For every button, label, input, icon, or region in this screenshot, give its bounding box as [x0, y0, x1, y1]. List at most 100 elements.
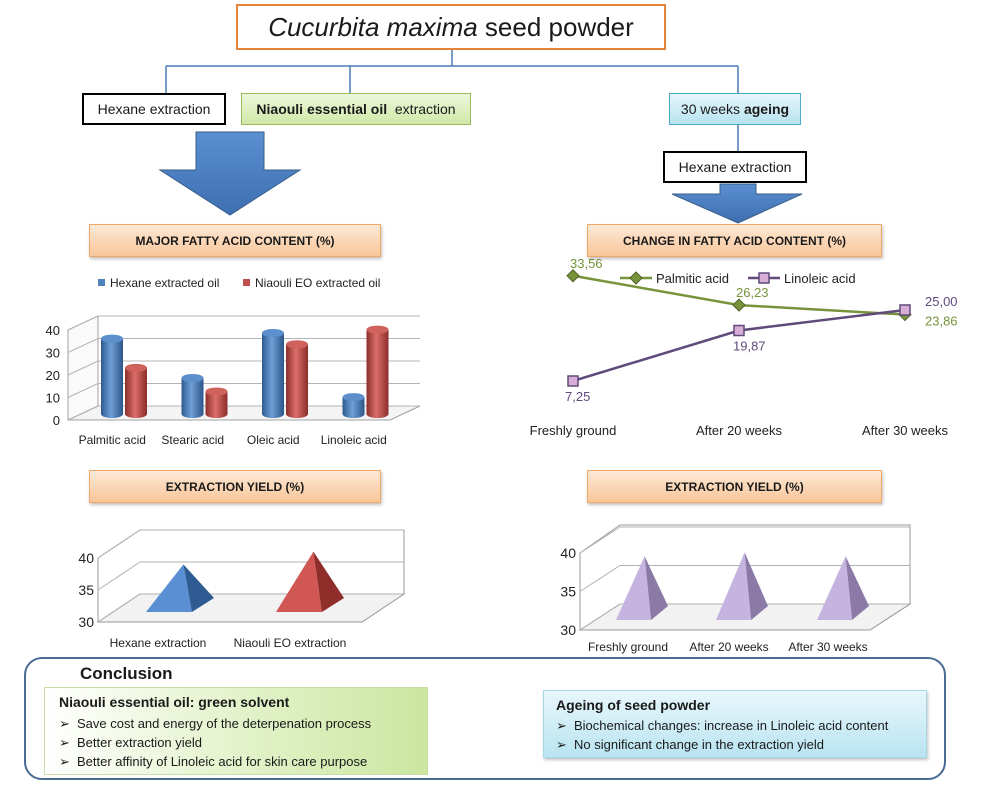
bar-body	[286, 344, 308, 418]
bar-chart-x-tick: Oleic acid	[247, 433, 300, 447]
bar-chart-gridline	[67, 315, 420, 331]
legend-swatch	[98, 279, 105, 286]
pyramid-y-tick: 35	[560, 584, 576, 600]
bar-chart-bar	[181, 374, 204, 418]
bar-chart-bar	[286, 340, 308, 418]
green-solvent-panel: Niaouli essential oil: green solvent ➢Sa…	[44, 687, 428, 775]
bar-chart-x-tick: Stearic acid	[161, 433, 224, 447]
pyramid-y-tick: 40	[78, 550, 94, 566]
pyramid-side-face	[313, 551, 344, 612]
legend-label: Niaouli EO extracted oil	[255, 276, 380, 290]
pyramid-front-face	[276, 551, 322, 612]
bullet-arrow-icon: ➢	[59, 735, 70, 750]
ageing-bullet-text: Biochemical changes: increase in Linolei…	[574, 718, 889, 733]
ageing-bold-label: ageing	[743, 101, 790, 117]
line-marker	[899, 304, 911, 316]
bar-chart-y-tick: 40	[46, 323, 60, 338]
pyramid-gridline	[97, 561, 404, 591]
green-bullet: ➢Save cost and energy of the deterpenati…	[59, 716, 371, 732]
conclusion-title: Conclusion	[80, 664, 173, 683]
bar-cap	[125, 363, 147, 372]
ageing-panel: Ageing of seed powder ➢ Biochemical chang…	[543, 690, 927, 758]
pyramid-y-tick: 40	[560, 545, 576, 561]
bar-cap	[262, 329, 284, 337]
ageing-bullet: ➢No significant change in the extraction…	[556, 737, 824, 753]
bar-chart-bar	[262, 329, 284, 418]
legend-label: Hexane extracted oil	[110, 276, 219, 290]
bar-cap	[286, 340, 308, 349]
bar-body	[366, 329, 389, 418]
pyramid-y-tick: 35	[78, 582, 94, 598]
bar-body	[125, 367, 147, 418]
line-chart-x-tick: After 20 weeks	[696, 423, 782, 438]
bar-chart-bars	[101, 325, 389, 418]
niaouli-rest-label: extraction	[394, 101, 456, 117]
bar-cap	[205, 387, 228, 396]
ageing-pre-label: 30 weeks	[680, 101, 741, 117]
bar-chart-y-tick: 20	[46, 368, 60, 383]
line-marker	[566, 269, 580, 283]
legend-marker	[758, 272, 770, 284]
ageing-box: 30 weeks ageing	[669, 93, 801, 125]
bar-chart-y-tick: 0	[53, 413, 60, 428]
bar-chart-gridlines	[67, 315, 420, 421]
green-bullet: ➢Better extraction yield	[59, 735, 202, 751]
title-rest: seed powder	[477, 11, 634, 42]
green-bullet: ➢Better affinity of Linoleic acid for sk…	[59, 754, 367, 770]
bar-cap	[342, 393, 365, 402]
legend-swatch	[243, 279, 250, 286]
pyramid-y-tick: 30	[78, 614, 94, 630]
bar-chart-bar	[366, 325, 389, 418]
bar-chart-bar	[342, 393, 365, 418]
pyramid-front-face	[616, 556, 652, 620]
niaouli-bold-label: Niaouli essential oil	[256, 101, 388, 117]
bar-body	[205, 391, 228, 418]
pyramid-x-tick: Hexane extraction	[110, 636, 207, 650]
bar-chart-y-tick: 30	[46, 346, 60, 361]
green-solvent-heading: Niaouli essential oil: green solvent	[59, 694, 290, 710]
pyramid-mark	[817, 556, 869, 620]
pyramid-x-tick: Freshly ground	[588, 640, 668, 654]
bar-chart-bar	[101, 334, 123, 418]
bar-chart-x-tick: Palmitic acid	[79, 433, 146, 447]
pyramid-y-ticks-left: 30 35 40	[78, 550, 94, 630]
bullet-arrow-icon: ➢	[59, 716, 70, 731]
bar-cap	[101, 334, 123, 343]
title-italic: Cucurbita maxima	[268, 11, 478, 42]
bar-chart-y-tick: 10	[46, 391, 60, 406]
pyramid-mark	[146, 564, 214, 612]
line-data-label: 26,23	[736, 285, 769, 300]
hexane-extraction-box-right: Hexane extraction	[663, 151, 807, 183]
niaouli-extraction-box: Niaouli essential oil extraction	[241, 93, 471, 125]
extraction-yield-header-left: EXTRACTION YIELD (%)	[89, 470, 381, 503]
pyramid-gridline	[579, 526, 910, 554]
bar-chart-x-tick: Linoleic acid	[321, 433, 387, 447]
ageing-bullet-text: No significant change in the extraction …	[574, 737, 825, 752]
bar-body	[101, 338, 123, 418]
pyramid-side-face	[744, 552, 768, 620]
bullet-arrow-icon: ➢	[556, 718, 567, 733]
bar-chart-gridline	[67, 405, 420, 421]
line-data-label: 7,25	[565, 389, 590, 404]
bar-chart-bar	[205, 387, 228, 418]
pyramid-x-tick: After 20 weeks	[689, 640, 768, 654]
hexane-extraction-box: Hexane extraction	[82, 93, 226, 125]
pyramid-mark	[616, 556, 668, 620]
line-data-label: 33,56	[570, 256, 603, 271]
pyramid-mark	[276, 551, 344, 612]
line-chart-x-tick: After 30 weeks	[862, 423, 948, 438]
major-fatty-acid-header: MAJOR FATTY ACID CONTENT (%)	[89, 224, 381, 257]
connector-lines	[165, 50, 739, 152]
pyramid-front-face	[146, 564, 192, 612]
bar-body	[262, 333, 284, 418]
diagram-title: Cucurbita maxima seed powder	[236, 4, 666, 50]
ageing-heading: Ageing of seed powder	[556, 697, 711, 713]
bar-body	[181, 378, 204, 418]
